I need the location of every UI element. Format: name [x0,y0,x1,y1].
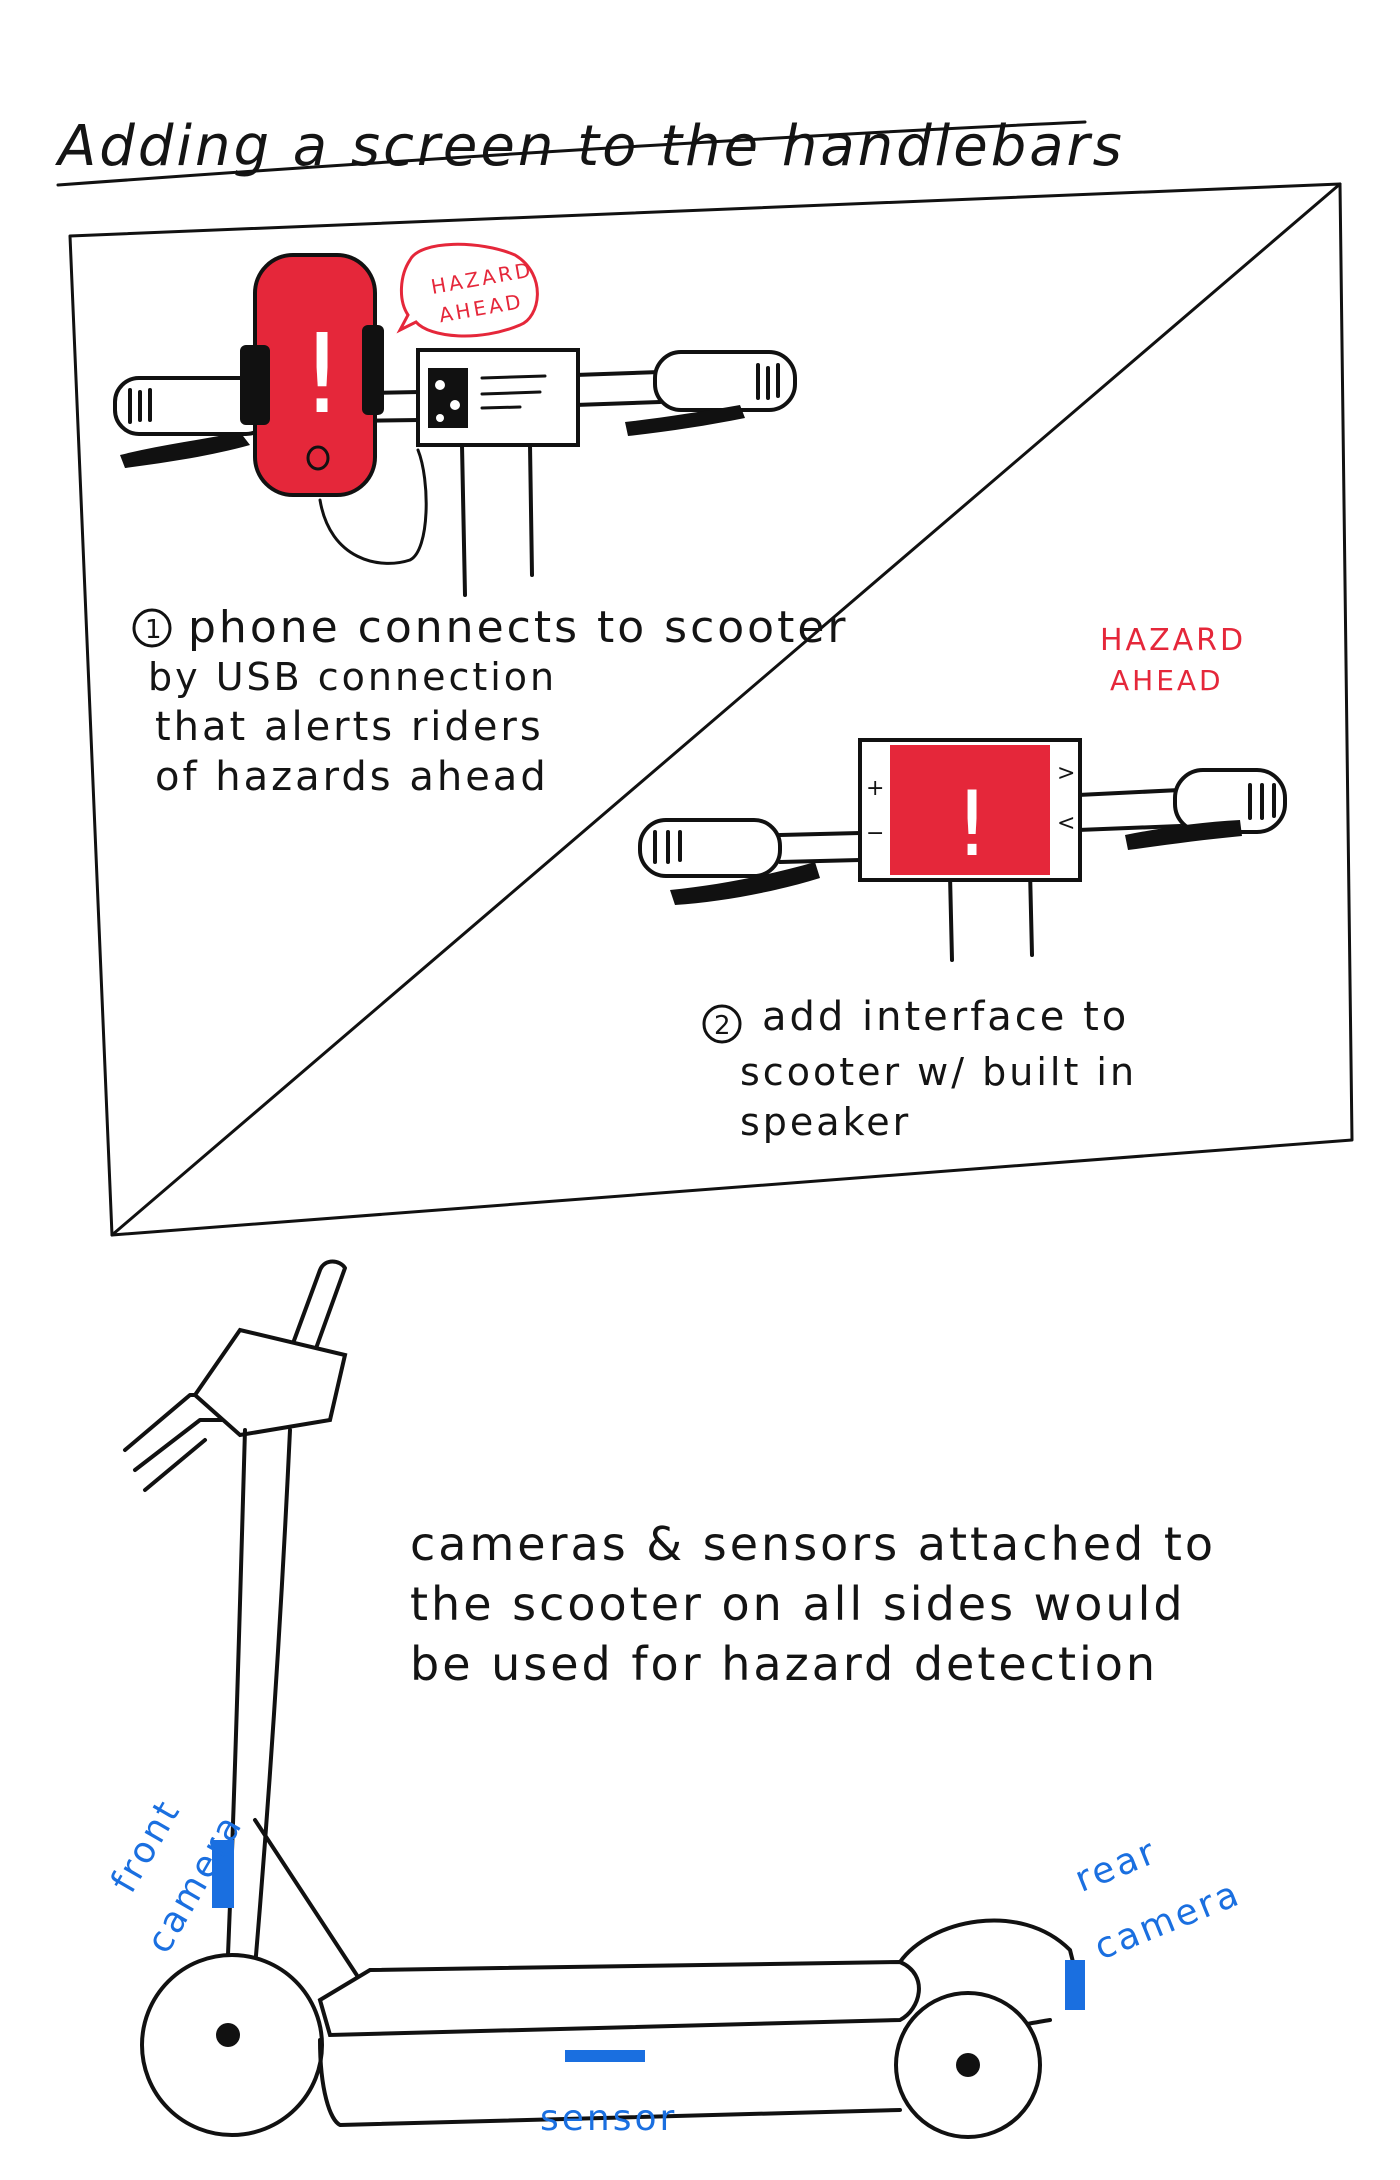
scooter-brace [253,1818,362,1982]
option2-line1: add interface to [762,994,1129,1040]
panel-diagonal [110,182,1342,1237]
option1-line3: that alerts riders [155,704,544,750]
title-underline [56,120,1087,187]
hazard-bubble [396,242,539,338]
scooter-illustration [123,1259,1085,2139]
option1-line1: phone connects to scooter [188,602,849,653]
interface-screen [890,745,1050,875]
right-brake-lever [1125,820,1242,850]
left-brake-lever [670,862,820,905]
next-button: > [1057,761,1078,786]
right-bar [573,370,662,407]
scooter-head-unit [192,1327,348,1438]
sensor-device [565,2050,645,2062]
option2-badge-number: 2 [714,1011,734,1041]
option1-badge-number: 1 [145,615,165,645]
front-camera-device [212,1840,234,1908]
rear-camera-label-line1: rear [1069,1831,1163,1901]
right-bar [1076,788,1182,832]
caption-line1: cameras & sensors attached to [410,1517,1216,1571]
volume-down-button: − [866,821,887,846]
option1-badge [132,608,172,648]
rear-axle-icon [956,2053,980,2077]
front-axle-icon [216,2023,240,2047]
grip-texture-icon [128,388,152,424]
option2-illustration: HAZARD AHEAD ! + − > < [638,623,1287,962]
display-qr-icon [428,368,468,428]
scooter-deck [317,1959,921,2038]
grip-texture-icon [756,363,780,400]
interface-alert-glyph: ! [954,772,993,877]
grip-texture-icon [1248,783,1276,820]
scooter-caption: cameras & sensors attached to the scoote… [410,1517,1216,1691]
option2-line2: scooter w/ built in [740,1050,1137,1094]
rear-camera-device [1065,1960,1085,2010]
phone-clamp-left [240,345,270,425]
left-grip [638,818,782,878]
option1-description: 1 phone connects to scooter by USB conne… [132,602,849,800]
option2-badge [702,1004,742,1044]
option1-illustration: ! HAZARD AHEAD [113,242,797,597]
volume-up-button: + [866,776,887,801]
stem [948,868,1034,962]
usb-cable [318,448,428,565]
option1-line4: of hazards ahead [155,754,549,800]
option1-line2: by USB connection [148,655,557,699]
option2-description: 2 add interface to scooter w/ built in s… [702,994,1137,1144]
phone-clamp-right [362,325,384,415]
right-brake-lever [625,405,745,436]
phone-alert-glyph: ! [300,310,347,438]
scooter-stem [223,1428,292,2027]
phone-home-button-icon [306,445,330,471]
option2-hazard-line2: AHEAD [1110,664,1224,697]
right-grip [653,350,797,412]
left-brake-lever [120,432,250,468]
option2-hazard-line1: HAZARD [1100,623,1246,658]
comparison-panel [68,182,1354,1237]
stem [460,443,534,597]
grip-texture-icon [653,830,682,864]
caption-line2: the scooter on all sides would [410,1577,1186,1631]
caption-line3: be used for hazard detection [410,1637,1158,1691]
prev-button: < [1057,811,1078,836]
display-text-lines-icon [480,374,547,410]
option2-line3: speaker [740,1100,911,1144]
page-title: Adding a screen to the handlebars [55,114,1125,179]
left-bar [778,831,862,864]
panel-border [68,182,1354,1237]
scooter-handlebar [283,1259,347,1367]
rear-fender [898,1918,1082,1992]
sensor-label: sensor [540,2098,677,2139]
